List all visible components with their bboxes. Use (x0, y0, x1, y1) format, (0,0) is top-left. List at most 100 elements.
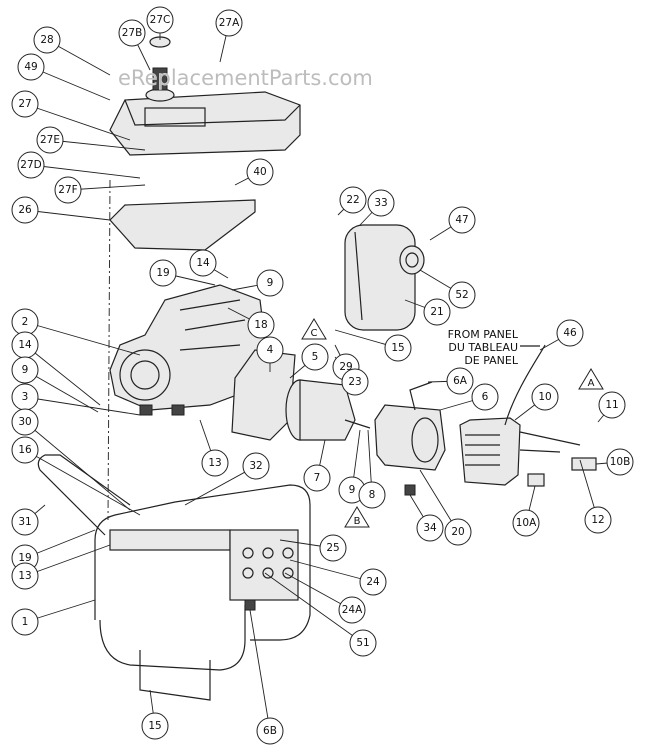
leader-line (24, 344, 101, 406)
callout-label: 23 (348, 376, 361, 388)
callout-label: 52 (455, 289, 468, 301)
part-callout-12: 12 (584, 506, 612, 534)
leader-line (24, 544, 111, 577)
callout-label: 6 (482, 391, 489, 403)
part-callout-9: 9 (256, 269, 284, 297)
part-callout-20: 20 (444, 518, 472, 546)
part-callout-28: 28 (33, 26, 61, 54)
callout-label: 1 (22, 616, 29, 628)
callout-label: 33 (374, 197, 387, 209)
part-callout-5: 5 (301, 343, 329, 371)
callout-label: 14 (18, 339, 32, 351)
part-callout-10b: 10B (606, 448, 634, 476)
part-callout-25: 25 (319, 534, 347, 562)
callout-label: 9 (267, 277, 274, 289)
leader-line (24, 449, 141, 516)
callout-label: 22 (346, 194, 359, 206)
leader-line (264, 572, 364, 644)
callout-label: 49 (24, 61, 37, 73)
handle (37, 454, 131, 536)
stator (374, 381, 446, 496)
callout-label: 11 (605, 399, 618, 411)
part-callout-33: 33 (367, 189, 395, 217)
part-callout-6b: 6B (256, 717, 284, 745)
from-panel-note: FROM PANEL DU TABLEAU DE PANEL (448, 328, 540, 367)
triangle-label: A (588, 378, 595, 389)
part-callout-40: 40 (246, 158, 274, 186)
part-callout-27a: 27A (215, 9, 243, 37)
part-callout-7: 7 (303, 464, 331, 492)
note-line-2: DU TABLEAU (448, 341, 518, 354)
callout-label: 9 (22, 364, 29, 376)
part-callout-52: 52 (448, 281, 476, 309)
callout-label: 30 (18, 416, 31, 428)
callout-label: 4 (267, 344, 274, 356)
part-callout-15: 15 (141, 712, 169, 740)
callout-label: 24 (366, 576, 380, 588)
leader-line (249, 609, 271, 732)
callout-label: 27 (18, 98, 31, 110)
callout-label: 25 (326, 542, 339, 554)
part-callout-21: 21 (423, 298, 451, 326)
triangle-label: B (354, 516, 361, 527)
part-callout-24a: 24A (338, 596, 366, 624)
part-callout-27b: 27B (118, 19, 146, 47)
part-callout-26: 26 (11, 196, 39, 224)
callout-label: 10B (610, 456, 631, 468)
callout-label: 15 (391, 342, 404, 354)
part-callout-14: 14 (11, 331, 39, 359)
part-callout-24: 24 (359, 568, 387, 596)
callout-label: 9 (349, 484, 356, 496)
part-callout-13: 13 (201, 449, 229, 477)
callout-label: 10 (538, 391, 551, 403)
leader-line (30, 66, 111, 101)
callout-label: 27D (20, 159, 41, 171)
part-callout-13: 13 (11, 562, 39, 590)
callout-label: 15 (148, 720, 161, 732)
note-line-3: DE PANEL (464, 354, 519, 367)
rotor (285, 379, 371, 441)
reference-triangle-a: A (578, 368, 604, 390)
callout-label: 27F (58, 184, 77, 196)
part-callout-11: 11 (598, 391, 626, 419)
callout-label: 13 (208, 457, 221, 469)
tank-bracket (109, 199, 256, 251)
part-callout-6a: 6A (446, 367, 474, 395)
assembly-axis (107, 179, 111, 521)
callout-label: 26 (18, 204, 32, 216)
callout-label: 2 (22, 316, 29, 328)
part-callout-14: 14 (189, 249, 217, 277)
callout-label: 6A (453, 375, 468, 387)
callout-label: 18 (254, 319, 267, 331)
callout-label: 40 (253, 166, 266, 178)
callout-label: 8 (369, 489, 376, 501)
callout-label: 19 (156, 267, 169, 279)
callout-label: 27C (150, 14, 171, 26)
part-callout-47: 47 (448, 206, 476, 234)
callout-label: 32 (249, 460, 262, 472)
leader-line (24, 396, 141, 416)
part-callout-23: 23 (341, 368, 369, 396)
note-line-1: FROM PANEL (448, 328, 519, 341)
part-callout-10: 10 (531, 383, 559, 411)
part-callout-30: 30 (11, 408, 39, 436)
part-callout-22: 22 (339, 186, 367, 214)
leader-line (184, 465, 257, 506)
callout-label: 24A (342, 604, 363, 616)
part-callout-3: 3 (11, 383, 39, 411)
callout-label: 27E (40, 134, 60, 146)
callout-label: 51 (356, 637, 369, 649)
callout-label: 46 (563, 327, 577, 339)
callout-label: 16 (18, 444, 32, 456)
part-callout-6: 6 (471, 383, 499, 411)
callout-label: 27B (122, 27, 143, 39)
callout-label: 3 (22, 391, 29, 403)
callout-label: 27A (219, 17, 240, 29)
part-callout-4: 4 (256, 336, 284, 364)
leader-line (24, 321, 141, 356)
watermark: eReplacementParts.com (118, 66, 373, 90)
callout-label: 21 (430, 306, 443, 318)
part-callout-27e: 27E (36, 126, 64, 154)
part-callout-2: 2 (11, 308, 39, 336)
